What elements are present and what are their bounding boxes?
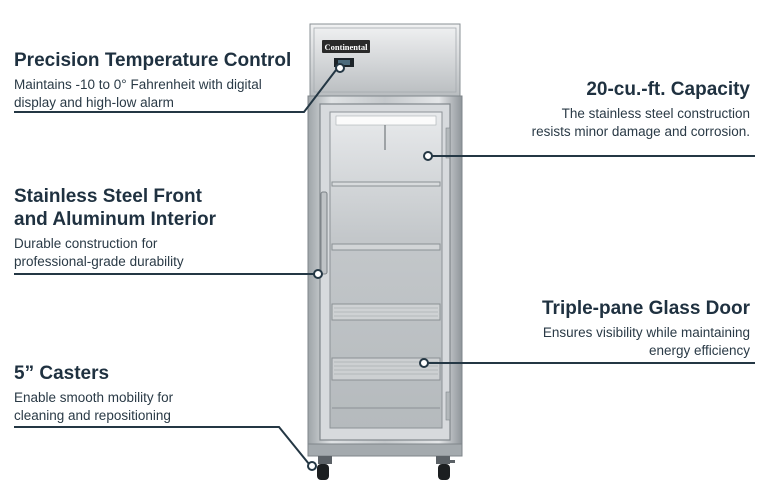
freezer-illustration: Continental	[307, 23, 463, 480]
callout-description: Enable smooth mobility for cleaning and …	[14, 390, 174, 423]
callout-description: Ensures visibility while maintaining ene…	[542, 325, 750, 358]
glass-door	[329, 111, 443, 429]
callout-stainless-steel: Stainless Steel Front and Aluminum Inter…	[14, 185, 304, 271]
callout-description: The stainless steel construction resists…	[531, 106, 750, 139]
control-header	[309, 23, 461, 97]
callout-temperature: Precision Temperature Control Maintains …	[14, 49, 314, 112]
callout-title: Stainless Steel Front and Aluminum Inter…	[14, 186, 216, 230]
callout-glass-door: Triple-pane Glass Door Ensures visibilit…	[450, 297, 750, 360]
callout-casters: 5” Casters Enable smooth mobility for cl…	[14, 362, 304, 425]
callout-description: Durable construction for professional-gr…	[14, 236, 184, 269]
door-handle	[320, 191, 328, 275]
callout-capacity: 20-cu.-ft. Capacity The stainless steel …	[450, 78, 750, 141]
casters	[317, 456, 455, 480]
callout-title: Triple-pane Glass Door	[542, 298, 750, 319]
callout-title: Precision Temperature Control	[14, 50, 292, 71]
callout-title: 20-cu.-ft. Capacity	[586, 79, 750, 100]
callout-title: 5” Casters	[14, 363, 110, 384]
brand-logo: Continental	[325, 42, 369, 52]
brand-plate	[322, 40, 370, 53]
callout-description: Maintains -10 to 0° Fahrenheit with digi…	[14, 77, 262, 110]
leader-line-casters	[14, 426, 310, 465]
